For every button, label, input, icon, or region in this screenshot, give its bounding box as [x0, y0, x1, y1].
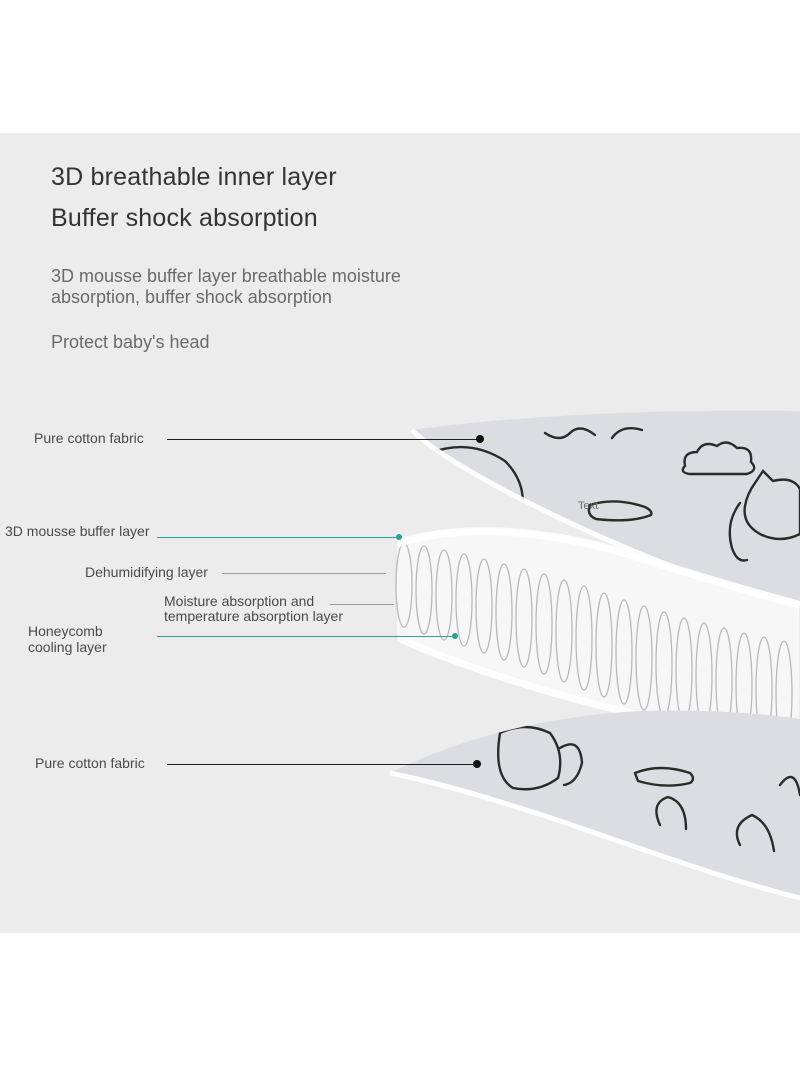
- rabbit-doodle: [655, 795, 688, 831]
- leader-line-honeycomb: [157, 636, 454, 637]
- leader-line-mousse-layer: [157, 537, 398, 538]
- heading-line-1: 3D breathable inner layer: [51, 163, 337, 191]
- cat-doodle: [743, 469, 800, 541]
- mouse-doodle-bottom: [633, 766, 695, 787]
- pointer-dot-top-fabric: [476, 435, 484, 443]
- callout-mousse-buffer-layer: 3D mousse buffer layer: [5, 523, 150, 539]
- description-line-2: absorption, buffer shock absorption: [51, 287, 332, 307]
- dog-doodle: [496, 725, 562, 791]
- callout-honeycomb-line-1: Honeycomb: [28, 623, 103, 639]
- product-info-panel: Text 3D breathable inner layer Buffer sh…: [0, 133, 800, 933]
- callout-moisture-layer-line-1: Moisture absorption and: [164, 593, 315, 609]
- leader-line-dehumidifying: [222, 573, 386, 574]
- heading-line-2: Buffer shock absorption: [51, 204, 318, 232]
- leader-line-bottom-fabric: [167, 764, 477, 765]
- callout-top-cotton-fabric: Pure cotton fabric: [34, 430, 144, 446]
- fabric-layers-illustration: Text: [389, 410, 800, 901]
- pointer-dot-mousse-layer: [396, 534, 402, 540]
- leader-line-moisture: [330, 604, 394, 605]
- leader-line-top-fabric: [167, 439, 480, 440]
- spacer-mesh-layer: [395, 527, 800, 749]
- pointer-dot-honeycomb: [452, 633, 458, 639]
- mouse-doodle: [587, 500, 653, 522]
- description-line-1: 3D mousse buffer layer breathable moistu…: [51, 266, 401, 286]
- callout-honeycomb-line-2: cooling layer: [28, 639, 107, 655]
- cloud-doodle: [681, 441, 756, 476]
- pointer-dot-bottom-fabric: [473, 760, 481, 768]
- callout-bottom-cotton-fabric: Pure cotton fabric: [35, 755, 145, 771]
- description-line-3: Protect baby's head: [51, 332, 210, 352]
- doodle-text-label: Text: [578, 500, 598, 512]
- callout-dehumidifying-layer: Dehumidifying layer: [85, 564, 208, 580]
- bottom-cotton-fabric-layer: [389, 710, 800, 901]
- callout-moisture-layer-line-2: temperature absorption layer: [164, 608, 343, 624]
